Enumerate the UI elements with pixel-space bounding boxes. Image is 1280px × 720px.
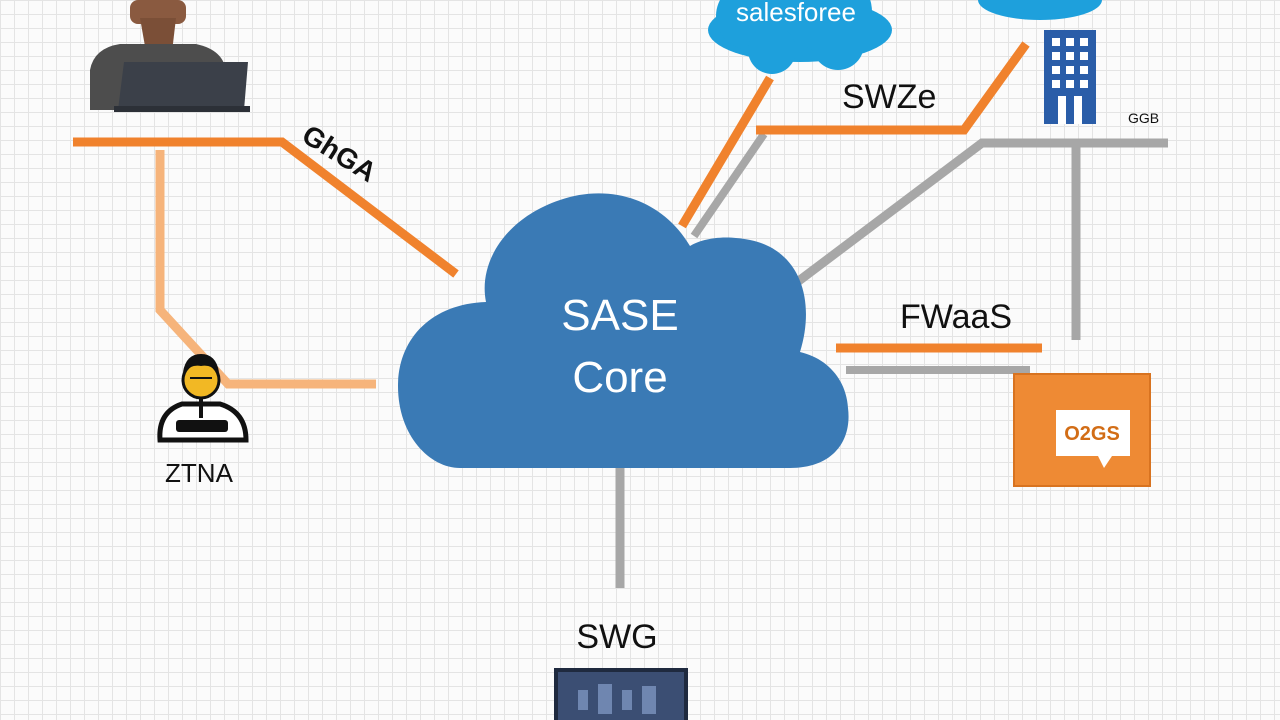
monitor-icon [554,668,688,720]
user-laptop-icon [90,0,250,112]
link-core-to-saas-gray [690,131,768,239]
office-building-icon [1044,30,1096,124]
far-right-tag: GGB [1128,110,1159,126]
right-link-label: FWaaS [900,298,1012,336]
link-core-to-branch [789,138,1168,290]
top-left-link-label: GhGA [297,119,382,188]
sase-core-cloud [398,193,849,468]
core-title-line1: SASE [561,291,678,340]
swg-label: SWG [576,618,657,656]
saas-cloud-icon [708,0,892,74]
connections [73,41,1168,588]
user-agent-icon [157,354,249,443]
link-ztna-to-core [155,150,376,389]
core-title-line2: Core [572,353,667,402]
saas-cloud-label: salesforee [736,0,856,27]
cloud-icon [978,0,1102,20]
chat-message-icon [1013,373,1151,487]
top-right-link-label: SWZe [842,78,936,116]
link-user-to-core [73,137,459,278]
message-badge-label: O2GS [1064,423,1120,445]
ztna-label: ZTNA [165,458,234,488]
link-core-to-saas [678,75,774,229]
link-swze [756,41,1030,135]
